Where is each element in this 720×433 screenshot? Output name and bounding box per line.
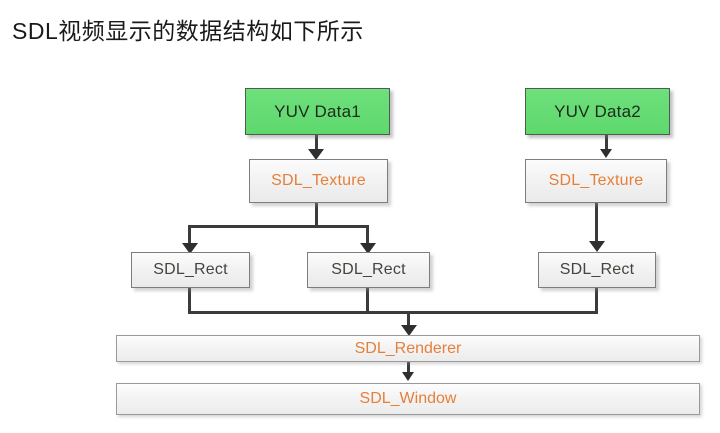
node-sdl-texture-1[interactable]: SDL_Texture <box>249 159 388 203</box>
arrowhead-texture2-to-rect3 <box>589 241 605 252</box>
connector-texture1-stem <box>315 203 318 228</box>
connector-texture1-to-rect2 <box>366 225 369 247</box>
node-sdl-rect-2-label: SDL_Rect <box>331 261 406 278</box>
node-sdl-renderer-label: SDL_Renderer <box>354 339 462 357</box>
connector-rect-merge-bus <box>188 311 598 314</box>
node-yuv-data1-label: YUV Data1 <box>274 101 361 121</box>
node-sdl-texture-2[interactable]: SDL_Texture <box>525 159 667 203</box>
node-yuv-data1[interactable]: YUV Data1 <box>245 88 390 135</box>
node-sdl-rect-1-label: SDL_Rect <box>153 261 228 278</box>
connector-rects-to-renderer <box>407 311 410 329</box>
arrowhead-yuv1-to-texture1 <box>308 149 324 160</box>
connector-rect1-stem <box>188 288 191 314</box>
arrowhead-rects-to-renderer <box>401 325 417 336</box>
connector-rect3-stem <box>595 288 598 314</box>
arrowhead-yuv2-to-texture2 <box>600 149 612 158</box>
node-yuv-data2[interactable]: YUV Data2 <box>525 88 670 135</box>
node-sdl-rect-1[interactable]: SDL_Rect <box>131 252 250 288</box>
node-yuv-data2-label: YUV Data2 <box>554 101 641 121</box>
node-sdl-rect-2[interactable]: SDL_Rect <box>307 252 430 288</box>
connector-texture1-to-rect1 <box>188 225 191 247</box>
node-sdl-window[interactable]: SDL_Window <box>116 383 700 415</box>
arrowhead-renderer-to-window <box>402 372 414 381</box>
node-sdl-window-label: SDL_Window <box>359 390 457 407</box>
connector-texture1-bus <box>189 225 369 228</box>
arrowhead-texture1-to-rect1 <box>182 243 198 254</box>
node-sdl-texture-1-label: SDL_Texture <box>271 172 366 189</box>
arrowhead-texture1-to-rect2 <box>360 243 376 254</box>
connector-yuv1-to-texture1 <box>315 135 318 153</box>
connector-rect2-stem <box>366 288 369 314</box>
connector-renderer-to-window <box>407 362 410 376</box>
node-sdl-texture-2-label: SDL_Texture <box>548 172 644 189</box>
connector-yuv2-to-texture2 <box>605 135 608 153</box>
connector-texture2-to-rect3 <box>595 203 598 243</box>
node-sdl-rect-3-label: SDL_Rect <box>559 261 635 278</box>
node-sdl-rect-3[interactable]: SDL_Rect <box>538 252 656 288</box>
page-title: SDL视频显示的数据结构如下所示 <box>12 18 364 44</box>
node-sdl-renderer[interactable]: SDL_Renderer <box>116 335 700 362</box>
